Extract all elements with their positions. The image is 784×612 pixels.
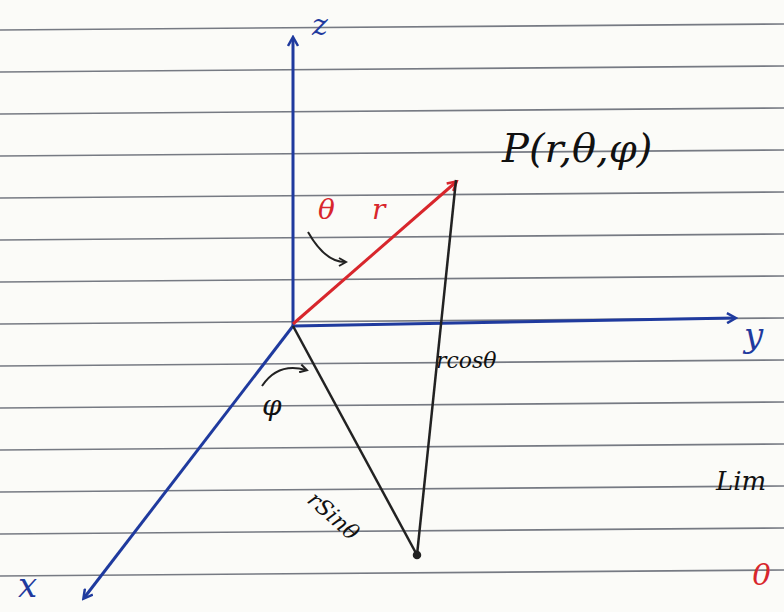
radius-label: r xyxy=(372,196,385,224)
length-label: rcosθ xyxy=(436,350,497,372)
note-text: Lim xyxy=(716,468,766,494)
radius-vector xyxy=(293,182,456,324)
ruled-lines xyxy=(0,24,784,576)
length-label: rSinθ xyxy=(303,488,362,545)
phi-arc xyxy=(262,368,306,386)
axis-label: x xyxy=(18,568,37,602)
angle-label: θ xyxy=(318,196,335,224)
note-text: 0 xyxy=(752,560,771,590)
theta-arc xyxy=(308,232,345,262)
axis-label: y xyxy=(744,318,763,352)
axes xyxy=(84,38,735,598)
angle-label: φ xyxy=(262,392,282,420)
point-label: P(r,θ,φ) xyxy=(502,128,652,168)
axis-label: z xyxy=(312,10,328,40)
projection-lines xyxy=(293,180,456,558)
